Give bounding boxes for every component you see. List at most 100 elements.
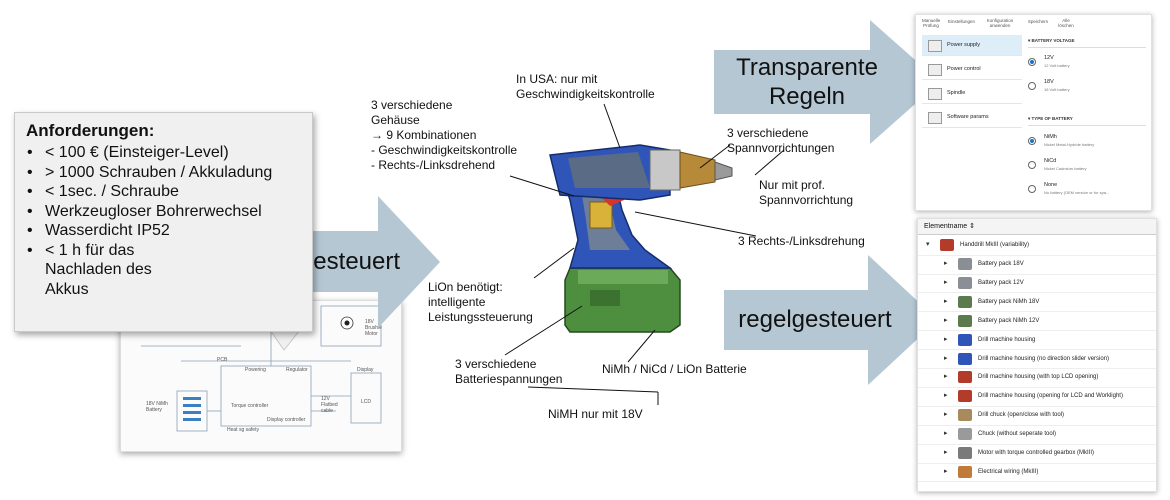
radio-icon[interactable]	[1028, 82, 1036, 90]
annotation-line: LiOn benötigt:	[428, 280, 503, 294]
annotation-line: Nur mit prof.	[759, 178, 826, 192]
radio-selected-icon[interactable]	[1028, 58, 1036, 66]
expand-icon[interactable]: ▸	[944, 411, 948, 419]
option-description: 18 Volt battery	[1044, 87, 1070, 92]
sort-icon[interactable]: ⇕	[969, 223, 976, 230]
toolbar-settings[interactable]: Einstellungen	[948, 19, 976, 24]
option-none[interactable]: None No battery (OEM version or for spa.…	[1028, 179, 1146, 201]
expand-icon[interactable]: ▸	[944, 467, 948, 475]
toolbar-apply-config[interactable]: Konfiguration anwenden	[986, 18, 1014, 28]
tree-row[interactable]: ▸Battery pack 12V	[918, 274, 1156, 294]
expand-icon[interactable]: ▸	[944, 278, 948, 286]
column-header-elementname[interactable]: Elementname ⇕	[918, 219, 1156, 235]
schematic-label: PCB	[217, 357, 228, 363]
expand-icon[interactable]: ▸	[944, 335, 948, 343]
expand-icon[interactable]: ▸	[944, 392, 948, 400]
label-regelgesteuert: regelgesteuert	[738, 306, 892, 333]
part-thumbnail-icon	[958, 333, 972, 346]
expand-icon[interactable]: ▸	[944, 354, 948, 362]
annotation-line: intelligente	[428, 295, 486, 309]
tree-row[interactable]: ▸ Battery pack 18V	[918, 255, 1156, 275]
requirement-item: < 1sec. / Schraube	[27, 182, 272, 202]
column-header-label: Elementname	[924, 223, 968, 230]
part-thumbnail-icon	[958, 428, 972, 441]
nav-item-power-supply[interactable]: Power supply	[922, 35, 1022, 56]
option-title: 18V	[1044, 79, 1054, 85]
toolbar-save[interactable]: Speichern	[1027, 19, 1049, 24]
requirement-item: < 1 h für das	[27, 241, 272, 261]
part-thumbnail-icon	[958, 314, 972, 327]
tree-row-label: Drill machine housing (no direction slid…	[978, 355, 1110, 362]
tree-row[interactable]: ▸ Battery pack NiMh 18V	[918, 293, 1156, 313]
toolbar-manual-check[interactable]: Manuelle Prüfung	[922, 18, 941, 28]
tree-row[interactable]: ▸ Drill machine housing (with top LCD ope…	[918, 368, 1156, 388]
toolbar-clear-all[interactable]: Alle löschen	[1058, 18, 1074, 28]
option-12v[interactable]: 12V 12 Volt battery	[1028, 52, 1146, 74]
tree-root-row[interactable]: ▾ Handdrill MkIII (variability)	[918, 236, 1156, 256]
radio-icon[interactable]	[1028, 161, 1036, 169]
collapse-icon[interactable]: ▾	[926, 241, 930, 248]
option-nimh[interactable]: NiMh Nickel Metal-Hydride battery	[1028, 131, 1146, 153]
schematic-label: 18V Brushle Motor	[365, 319, 382, 337]
section-type-of-battery[interactable]: ▾ TYPE OF BATTERY	[1028, 113, 1146, 126]
nav-item-software-params[interactable]: Software params	[922, 107, 1022, 128]
annotation-line: Gehäuse	[371, 113, 420, 127]
option-description: Nickel Cadmium battery	[1044, 166, 1087, 171]
annotation-line: Geschwindigkeitskontrolle	[516, 87, 655, 101]
expand-icon[interactable]: ▸	[944, 260, 948, 267]
annotation-batterie-typen: NiMh / NiCd / LiOn Batterie	[602, 362, 747, 376]
requirements-box: Anforderungen: < 100 € (Einsteiger-Level…	[14, 112, 313, 332]
option-title: NiMh	[1044, 134, 1057, 140]
nav-item-spindle[interactable]: Spindle	[922, 83, 1022, 104]
part-thumbnail-icon	[958, 276, 972, 289]
part-thumbnail-icon	[958, 371, 972, 384]
annotation-line: 3 verschiedene	[727, 126, 809, 140]
tree-row-label: Battery pack 18V	[978, 261, 1024, 267]
tree-row[interactable]: ▸Drill machine housing (opening for LCD …	[918, 387, 1156, 407]
annotation-line: 3 verschiedene	[371, 98, 453, 112]
arrow-transparente-regeln	[714, 20, 940, 144]
part-thumbnail-icon	[958, 258, 972, 270]
expand-icon[interactable]: ▸	[944, 297, 948, 305]
annotation-line: 3 verschiedene	[455, 357, 537, 371]
annotation-rechts-links: 3 Rechts-/Linksdrehung	[738, 234, 865, 248]
tree-row[interactable]: ▸ Motor with torque controlled gearbox (M…	[918, 444, 1156, 464]
tree-row[interactable]: ▸Battery pack NiMh 12V	[918, 312, 1156, 332]
radio-icon[interactable]	[1028, 185, 1036, 193]
tree-row-label: Battery pack NiMh 18V	[978, 298, 1040, 305]
schematic-label: Display controller	[267, 417, 306, 423]
expand-icon[interactable]: ▸	[944, 449, 948, 456]
tree-row[interactable]: ▸Chuck (without seperate tool)	[918, 425, 1156, 445]
tree-row[interactable]: ▸ Drill machine housing (no direction sli…	[918, 350, 1156, 369]
option-nicd[interactable]: NiCd Nickel Cadmium battery	[1028, 155, 1146, 177]
nav-item-power-control[interactable]: Power control	[922, 59, 1022, 80]
tree-row[interactable]: ▸Drill machine housing	[918, 331, 1156, 351]
schematic-label: Heat sg safety	[227, 427, 259, 433]
tree-row-label: Drill machine housing (with top LCD open…	[978, 374, 1099, 381]
drill-illustration	[549, 144, 733, 333]
requirements-title: Anforderungen:	[26, 121, 155, 140]
expand-icon[interactable]: ▸	[944, 430, 948, 438]
annotation-prof-spannvorrichtung: Nur mit prof. Spannvorrichtung	[759, 178, 853, 208]
option-description: 12 Volt battery	[1044, 63, 1070, 68]
section-title: BATTERY VOLTAGE	[1031, 38, 1075, 43]
tree-row[interactable]: ▸Drill chuck (open/close with tool)	[918, 406, 1156, 426]
expand-icon[interactable]: ▸	[944, 316, 948, 324]
requirement-line: Nachladen des	[45, 261, 152, 278]
part-thumbnail-icon	[958, 409, 972, 422]
part-thumbnail-icon	[958, 465, 972, 478]
expand-icon[interactable]: ▸	[944, 373, 948, 381]
tree-row[interactable]: ▸Electrical wiring (MkIII)	[918, 463, 1156, 483]
label-regeln: Regeln	[768, 83, 846, 110]
annotation-nimh-18v: NiMH nur mit 18V	[548, 407, 643, 421]
configuration-panel: Manuelle Prüfung Einstellungen Konfigura…	[915, 14, 1152, 211]
schematic-lines	[141, 305, 382, 432]
tree-row-label: Motor with torque controlled gearbox (Mk…	[978, 450, 1095, 456]
radio-selected-icon[interactable]	[1028, 137, 1036, 145]
section-battery-voltage[interactable]: ▾ BATTERY VOLTAGE	[1028, 35, 1146, 48]
option-18v[interactable]: 18V 18 Volt battery	[1028, 76, 1146, 98]
annotation-line: Leistungssteuerung	[428, 310, 533, 324]
arrow-regelgesteuert	[724, 255, 938, 385]
requirement-continuation: Nachladen des Akkus	[45, 260, 152, 299]
nav-label: Spindle	[947, 90, 966, 96]
